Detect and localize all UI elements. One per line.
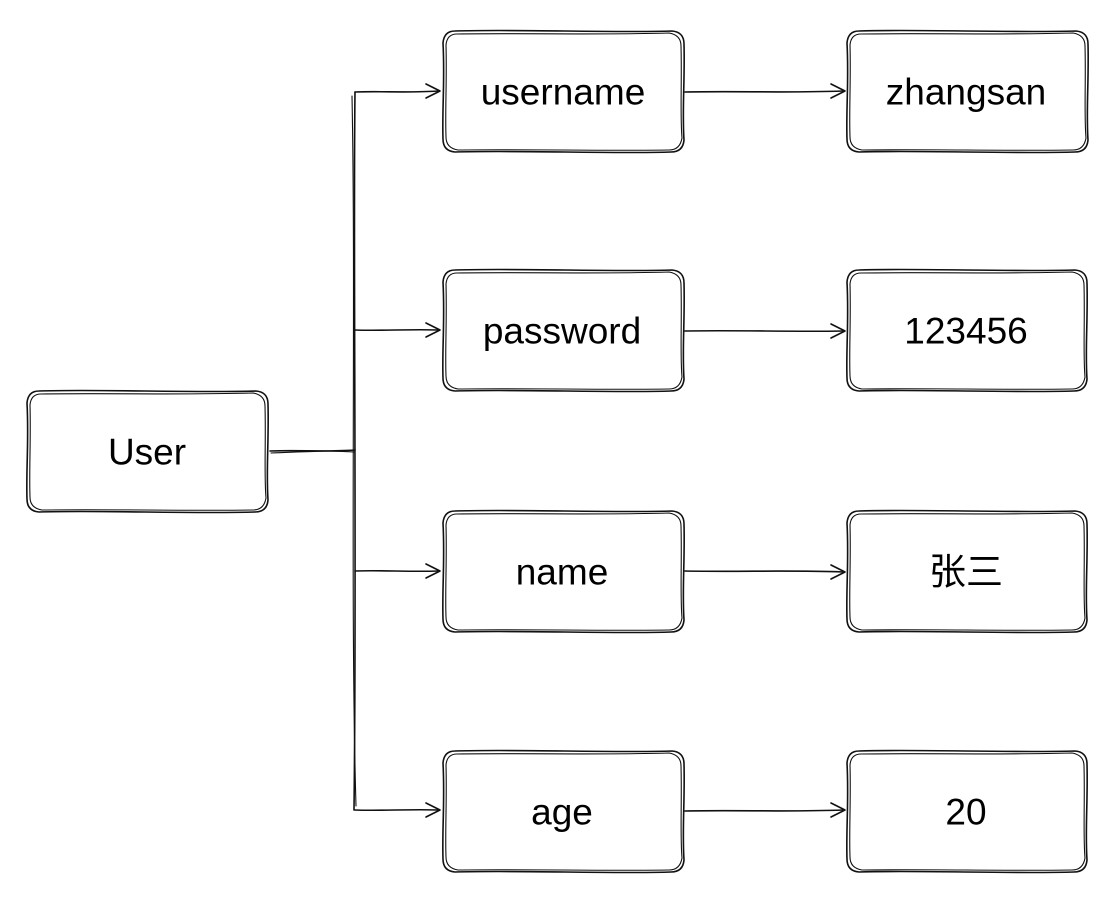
root-connector xyxy=(269,449,356,452)
branch-username xyxy=(354,90,439,93)
key-node-age: age xyxy=(442,749,685,874)
arrowhead-age xyxy=(425,802,441,818)
branch-password xyxy=(354,328,439,332)
value-node-password: 123456 xyxy=(846,268,1088,393)
root-node: User xyxy=(26,389,269,514)
value-label-name: 张三 xyxy=(929,552,1003,593)
arrow-username-value xyxy=(684,90,844,93)
key-node-name: name xyxy=(442,509,685,634)
key-label-age: age xyxy=(531,792,593,833)
branch-age xyxy=(354,808,439,812)
connector-group xyxy=(269,83,846,818)
arrowhead-age-value xyxy=(830,802,846,818)
key-node-password: password xyxy=(442,268,685,393)
branch-name xyxy=(354,569,439,573)
arrowhead-username xyxy=(425,83,441,99)
arrowhead-name-value xyxy=(830,564,846,580)
arrowhead-password xyxy=(425,322,441,338)
arrowhead-name xyxy=(425,563,441,579)
trunk-line xyxy=(353,91,356,811)
trunk-line-stroke-2 xyxy=(351,95,357,807)
arrow-password-value xyxy=(684,329,844,333)
key-label-name: name xyxy=(516,552,609,593)
key-label-password: password xyxy=(483,311,641,352)
value-node-age: 20 xyxy=(846,749,1088,874)
value-node-name: 张三 xyxy=(846,509,1088,634)
arrowhead-username-value xyxy=(830,83,846,99)
arrow-age-value xyxy=(684,809,844,812)
arrowhead-password-value xyxy=(830,323,846,339)
arrow-name-value xyxy=(684,570,844,573)
root-node-label: User xyxy=(108,432,186,473)
value-label-age: 20 xyxy=(945,792,986,833)
key-node-username: username xyxy=(442,29,685,154)
value-label-username: zhangsan xyxy=(886,72,1046,113)
root-connector-stroke-2 xyxy=(270,450,355,454)
value-node-username: zhangsan xyxy=(846,29,1089,154)
value-label-password: 123456 xyxy=(904,311,1027,352)
key-label-username: username xyxy=(481,72,646,113)
